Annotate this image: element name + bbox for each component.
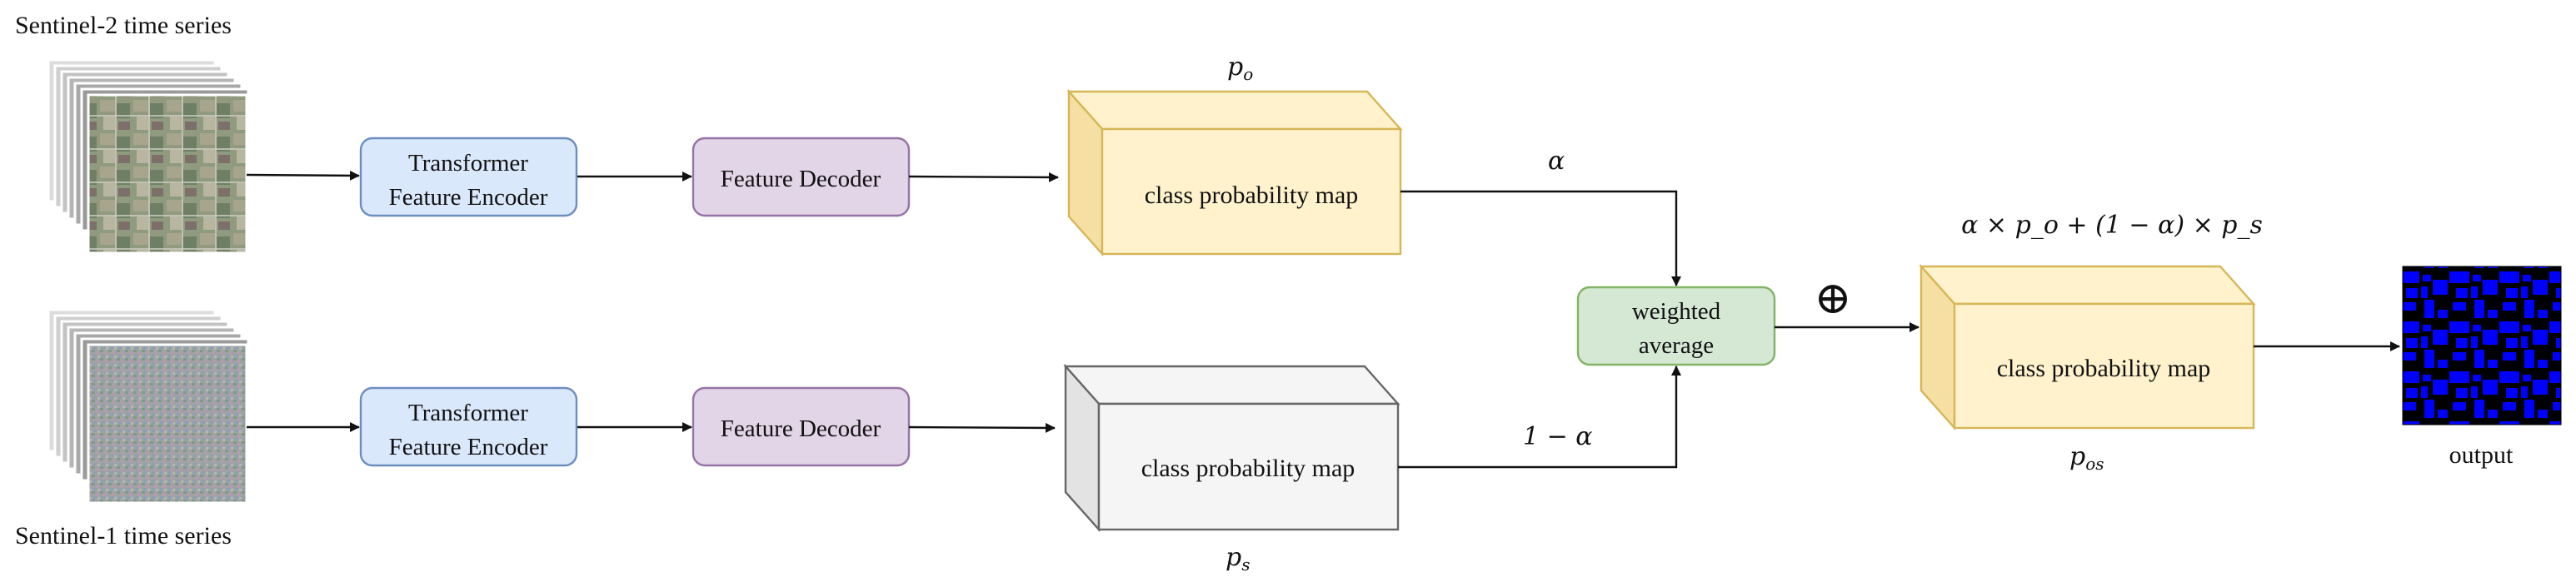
p-s-label: ps <box>1226 543 1250 575</box>
class-probability-map-optical: class probability map <box>1066 88 1403 257</box>
map-top-label: class probability map <box>1145 182 1359 209</box>
p-o-label: po <box>1227 52 1253 84</box>
one-minus-alpha-label: 1 − α <box>1523 422 1593 451</box>
weighted-line2: average <box>1639 332 1714 359</box>
decoder-top-label: Feature Decoder <box>721 166 881 192</box>
p-os-label: pos <box>2069 442 2104 474</box>
arrow-decoder-to-map-bottom <box>908 422 1056 433</box>
arrow-s2-to-encoder <box>246 170 360 181</box>
weighted-average-block: weighted average <box>1576 286 1776 366</box>
output-label: output <box>2449 441 2514 469</box>
map-fused-label: class probability map <box>1997 355 2211 382</box>
feature-decoder-bottom: Feature Decoder <box>691 386 911 467</box>
weighted-line1: weighted <box>1632 298 1721 325</box>
encoder-bottom-line1: Transformer <box>408 400 528 426</box>
map-bottom-label: class probability map <box>1141 455 1355 482</box>
encoder-bottom-line2: Feature Encoder <box>389 434 548 460</box>
arrow-map-top-to-weighted <box>1400 190 1681 286</box>
sentinel1-image-stack <box>47 308 250 505</box>
encoder-top-line2: Feature Encoder <box>389 184 548 211</box>
transformer-encoder-bottom: Transformer Feature Encoder <box>359 386 578 467</box>
sentinel1-label: Sentinel-1 time series <box>15 522 232 550</box>
class-probability-map-fused: class probability map <box>1919 263 2256 431</box>
output-segmentation-map <box>2402 266 2562 425</box>
sentinel2-label: Sentinel-2 time series <box>15 12 232 39</box>
sentinel2-image-stack <box>47 58 250 255</box>
encoder-top-line1: Transformer <box>408 150 528 177</box>
decoder-bottom-label: Feature Decoder <box>721 415 881 442</box>
transformer-encoder-top: Transformer Feature Encoder <box>359 137 578 217</box>
fusion-plus-icon: ⊕ <box>1814 273 1851 323</box>
class-probability-map-sar: class probability map <box>1063 363 1400 533</box>
arrow-map-bottom-to-weighted <box>1398 366 1681 469</box>
feature-decoder-top: Feature Decoder <box>691 137 911 217</box>
alpha-label: α <box>1548 147 1565 176</box>
fusion-formula: α × p_o + (1 − α) × p_s <box>1961 211 2263 240</box>
